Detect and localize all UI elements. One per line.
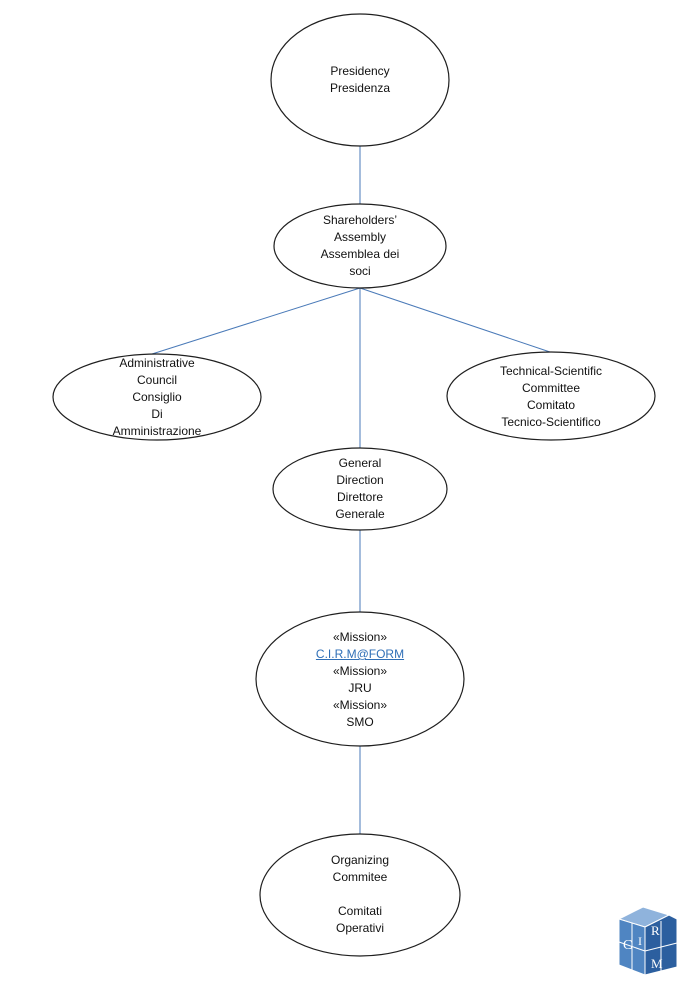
mission-label: «Mission» C.I.R.M@FORM «Mission» JRU «Mi… bbox=[280, 628, 440, 732]
tech-committee-line-2: Committee bbox=[521, 381, 580, 395]
admin-council-line-4: Di bbox=[151, 406, 163, 421]
cirm-form-link[interactable]: C.I.R.M@FORM bbox=[315, 647, 405, 661]
shareholders-line-4: soci bbox=[349, 264, 371, 278]
admin-council-line-3: Consiglio bbox=[132, 389, 182, 404]
presidency-label-en: Presidency bbox=[330, 64, 390, 78]
general-direction-label: General Direction Direttore Generale bbox=[290, 454, 430, 524]
admin-council-node bbox=[52, 353, 262, 441]
mission-line-6: SMO bbox=[346, 715, 374, 729]
logo-grid-line-2 bbox=[618, 941, 646, 952]
admin-council-label: Administrative Council Consiglio Di Ammi… bbox=[67, 354, 247, 440]
organizing-line-1: Organizing bbox=[330, 852, 390, 867]
organizing-line-2: Commitee bbox=[332, 869, 388, 884]
connector-shareholders-admin bbox=[151, 287, 361, 355]
mission-line-1: «Mission» bbox=[332, 630, 388, 644]
presidency-node bbox=[270, 13, 450, 147]
tech-committee-line-3: Comitato bbox=[526, 398, 576, 412]
presidency-label: Presidency Presidenza bbox=[280, 50, 440, 110]
admin-council-line-5: Amministrazione bbox=[112, 423, 202, 438]
tech-committee-line-4: Tecnico-Scientifico bbox=[501, 415, 601, 429]
logo-grid-line-4 bbox=[644, 942, 678, 952]
shareholders-line-2: Assembly bbox=[333, 230, 386, 244]
shareholders-line-3: Assemblea dei bbox=[320, 247, 400, 261]
logo-letter-c: C bbox=[623, 938, 632, 953]
mission-line-5: «Mission» bbox=[332, 698, 388, 712]
tech-committee-node bbox=[446, 351, 656, 441]
connector-shareholders-tech bbox=[359, 287, 551, 353]
general-direction-line-1: General bbox=[338, 456, 382, 470]
shareholders-line-1: Shareholders’ bbox=[322, 213, 398, 227]
logo-letter-i: I bbox=[638, 934, 642, 948]
shareholders-node bbox=[273, 203, 447, 289]
connector-lines bbox=[151, 145, 551, 834]
mission-line-4: JRU bbox=[348, 681, 372, 695]
organizing-node bbox=[259, 833, 461, 957]
organizing-label: Organizing Commitee Comitati Operativi bbox=[280, 850, 440, 938]
mission-node bbox=[255, 611, 465, 747]
tech-committee-label: Technical-Scientific Committee Comitato … bbox=[461, 362, 641, 432]
general-direction-node bbox=[272, 447, 448, 531]
tech-committee-line-1: Technical-Scientific bbox=[499, 364, 603, 378]
general-direction-line-4: Generale bbox=[335, 507, 385, 521]
logo-letter-m: M bbox=[651, 956, 663, 971]
mission-line-3: «Mission» bbox=[332, 664, 388, 678]
general-direction-line-2: Direction bbox=[336, 473, 384, 487]
presidency-label-it: Presidenza bbox=[329, 81, 391, 95]
general-direction-line-3: Direttore bbox=[336, 490, 383, 504]
organizing-line-4: Comitati bbox=[337, 903, 382, 918]
admin-council-line-1: Administrative bbox=[119, 355, 195, 370]
shareholders-label: Shareholders’ Assembly Assemblea dei soc… bbox=[285, 208, 435, 284]
logo-letter-r: R bbox=[651, 923, 660, 938]
organizing-line-5: Operativi bbox=[335, 920, 385, 935]
admin-council-line-2: Council bbox=[136, 372, 178, 387]
cirm-logo: C I R M bbox=[617, 906, 678, 976]
